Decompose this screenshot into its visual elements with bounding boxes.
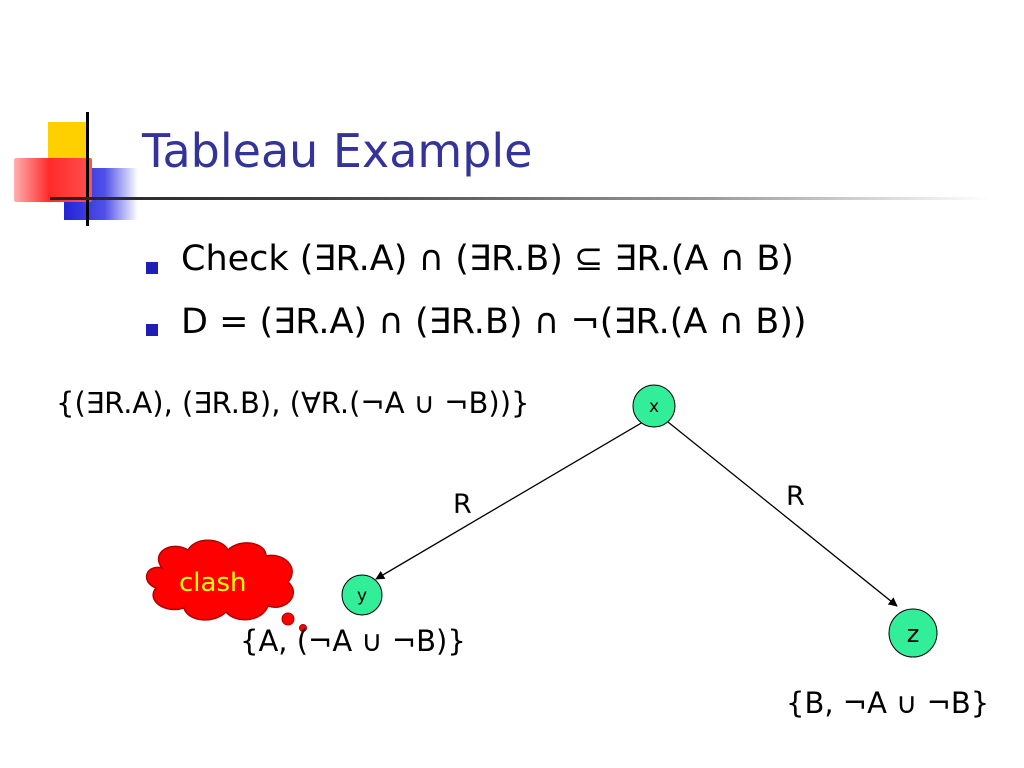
edge-label-x-z: R (786, 481, 805, 512)
edge-x-z (667, 421, 898, 607)
bullet-marker (146, 262, 158, 274)
edge-x-y (375, 421, 644, 580)
node-y (341, 574, 383, 616)
slide-title: Tableau Example (142, 124, 533, 178)
node-x (632, 384, 676, 428)
node-z-label: z (907, 620, 920, 648)
clash-cloud (145, 539, 295, 621)
title-underline (50, 197, 990, 200)
node-y-label: y (357, 586, 367, 606)
edge-label-x-y: R (453, 489, 472, 520)
bullet-definition: D = (∃R.A) ∩ (∃R.B) ∩ ¬(∃R.(A ∩ B)) (181, 302, 807, 342)
node-x-set: {(∃R.A), (∃R.B), (∀R.(¬A ∪ ¬B))} (56, 386, 530, 420)
bullet-marker (146, 324, 158, 336)
bullet-check: Check (∃R.A) ∩ (∃R.B) ⊆ ∃R.(A ∩ B) (181, 239, 794, 279)
clash-bubble-large (281, 612, 295, 626)
node-z-set: {B, ¬A ∪ ¬B} (786, 686, 990, 720)
clash-label: clash (179, 568, 247, 598)
clash-bubble-small (299, 624, 307, 632)
decor-vertical-line (86, 112, 89, 226)
node-y-set: {A, (¬A ∪ ¬B)} (240, 624, 466, 658)
node-x-label: x (649, 397, 659, 417)
node-z (888, 608, 938, 658)
decor-red-square (14, 158, 92, 202)
